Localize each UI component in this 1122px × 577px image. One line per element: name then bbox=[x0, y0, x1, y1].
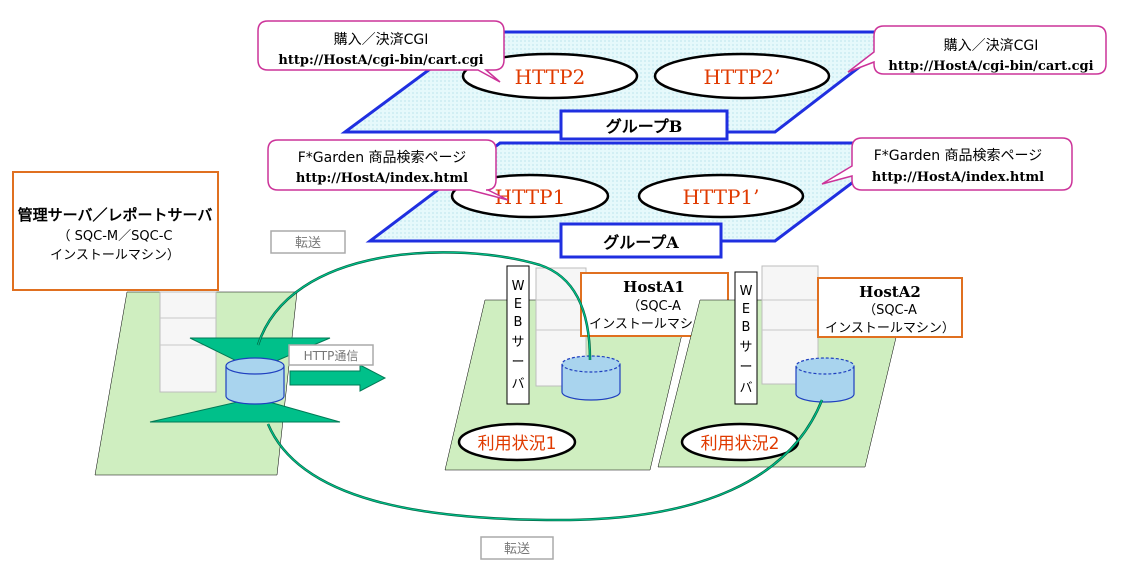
host-a1-web-char-2: E bbox=[514, 297, 522, 312]
mgmt-database-icon bbox=[225, 357, 285, 405]
transfer-top-box: 転送 bbox=[270, 230, 346, 254]
group-a-node-right-label: HTTP1’ bbox=[682, 185, 759, 209]
group-a-label: グループA bbox=[603, 233, 679, 252]
host-a2-web-char-4: サ bbox=[739, 340, 752, 355]
group-a-callout-left-line1: F*Garden 商品検索ページ bbox=[298, 149, 467, 166]
host-a1-usage-node: 利用状況1 bbox=[457, 422, 577, 462]
host-a2-line2: （SQC-A bbox=[863, 303, 917, 318]
host-a2-usage-node: 利用状況2 bbox=[680, 422, 800, 462]
transfer-bottom-box: 転送 bbox=[480, 536, 554, 560]
host-a1-line2: （SQC-A bbox=[627, 299, 681, 314]
host-a1-web-char-4: サ bbox=[511, 335, 524, 350]
funnel-bottom bbox=[149, 397, 341, 423]
group-b-node-right: HTTP2’ bbox=[653, 52, 831, 100]
host-a2-label-box: HostA2 （SQC-A インストールマシン） bbox=[817, 277, 963, 338]
group-b-callout-right-line1: 購入／決済CGI bbox=[944, 38, 1039, 54]
group-a-callout-right-line1: F*Garden 商品検索ページ bbox=[874, 147, 1043, 164]
http-comm-label-box: HTTP通信 bbox=[288, 344, 374, 366]
transfer-loop bbox=[256, 251, 824, 522]
group-b-node-left: HTTP2 bbox=[461, 52, 639, 100]
mgmt-server-label-box: 管理サーバ／レポートサーバ （ SQC-M／SQC-C インストールマシン） bbox=[12, 171, 219, 291]
group-a-callout-right: F*Garden 商品検索ページ http://HostA/index.html bbox=[821, 137, 1073, 191]
transfer-bottom-label: 転送 bbox=[504, 542, 530, 557]
http-comm-label: HTTP通信 bbox=[304, 349, 359, 363]
transfer-top-label: 転送 bbox=[295, 236, 321, 251]
group-a-node-left-label: HTTP1 bbox=[495, 185, 566, 209]
group-b-callout-right-line2: http://HostA/cgi-bin/cart.cgi bbox=[888, 59, 1093, 74]
group-a-label-box: グループA bbox=[559, 222, 723, 259]
host-a2-database-icon bbox=[795, 357, 855, 403]
group-a-callout-left: F*Garden 商品検索ページ http://HostA/index.html bbox=[267, 139, 509, 201]
group-a-node-right: HTTP1’ bbox=[637, 173, 805, 219]
group-b-callout-right: 購入／決済CGI http://HostA/cgi-bin/cart.cgi bbox=[847, 25, 1107, 75]
host-a2-line3: インストールマシン） bbox=[825, 321, 955, 336]
mgmt-server-title: 管理サーバ／レポートサーバ bbox=[18, 206, 213, 224]
host-a2-web-server-bar: W E B サ ー バ bbox=[734, 271, 758, 405]
group-b-label: グループB bbox=[606, 117, 683, 136]
host-a1-database-icon bbox=[561, 355, 621, 401]
mgmt-server-line2: （ SQC-M／SQC-C bbox=[58, 229, 173, 244]
group-a-callout-left-line2: http://HostA/index.html bbox=[296, 171, 468, 186]
host-a1-web-char-1: W bbox=[512, 279, 525, 294]
host-a2-web-char-2: E bbox=[742, 302, 750, 317]
host-a2-web-char-6: バ bbox=[739, 381, 752, 396]
group-b-node-right-label: HTTP2’ bbox=[703, 65, 780, 89]
host-a2-name: HostA2 bbox=[859, 283, 921, 301]
host-a2-usage-label: 利用状況2 bbox=[701, 434, 780, 454]
group-b-callout-left-line1: 購入／決済CGI bbox=[334, 32, 429, 48]
host-a2-web-char-1: W bbox=[740, 284, 753, 299]
group-b-callout-left-line2: http://HostA/cgi-bin/cart.cgi bbox=[278, 53, 483, 68]
group-b-callout-left: 購入／決済CGI http://HostA/cgi-bin/cart.cgi bbox=[257, 20, 505, 83]
host-a1-usage-label: 利用状況1 bbox=[478, 434, 557, 454]
group-a-callout-right-line2: http://HostA/index.html bbox=[872, 170, 1044, 185]
host-a1-web-char-5: ー bbox=[511, 355, 524, 370]
group-b-label-box: グループB bbox=[559, 109, 729, 141]
host-a1-name: HostA1 bbox=[623, 278, 685, 296]
host-a1-web-char-6: バ bbox=[511, 377, 524, 392]
mgmt-server-line3: インストールマシン） bbox=[50, 248, 180, 263]
host-a2-web-char-3: B bbox=[742, 320, 751, 335]
host-a1-line3: インストールマシン） bbox=[589, 317, 719, 332]
host-a1-web-server-bar: W E B サ ー バ bbox=[506, 265, 530, 405]
group-b-node-left-label: HTTP2 bbox=[515, 65, 586, 89]
http-arrow bbox=[289, 364, 387, 392]
host-a1-web-char-3: B bbox=[514, 315, 523, 330]
host-a2-web-char-5: ー bbox=[739, 360, 752, 375]
